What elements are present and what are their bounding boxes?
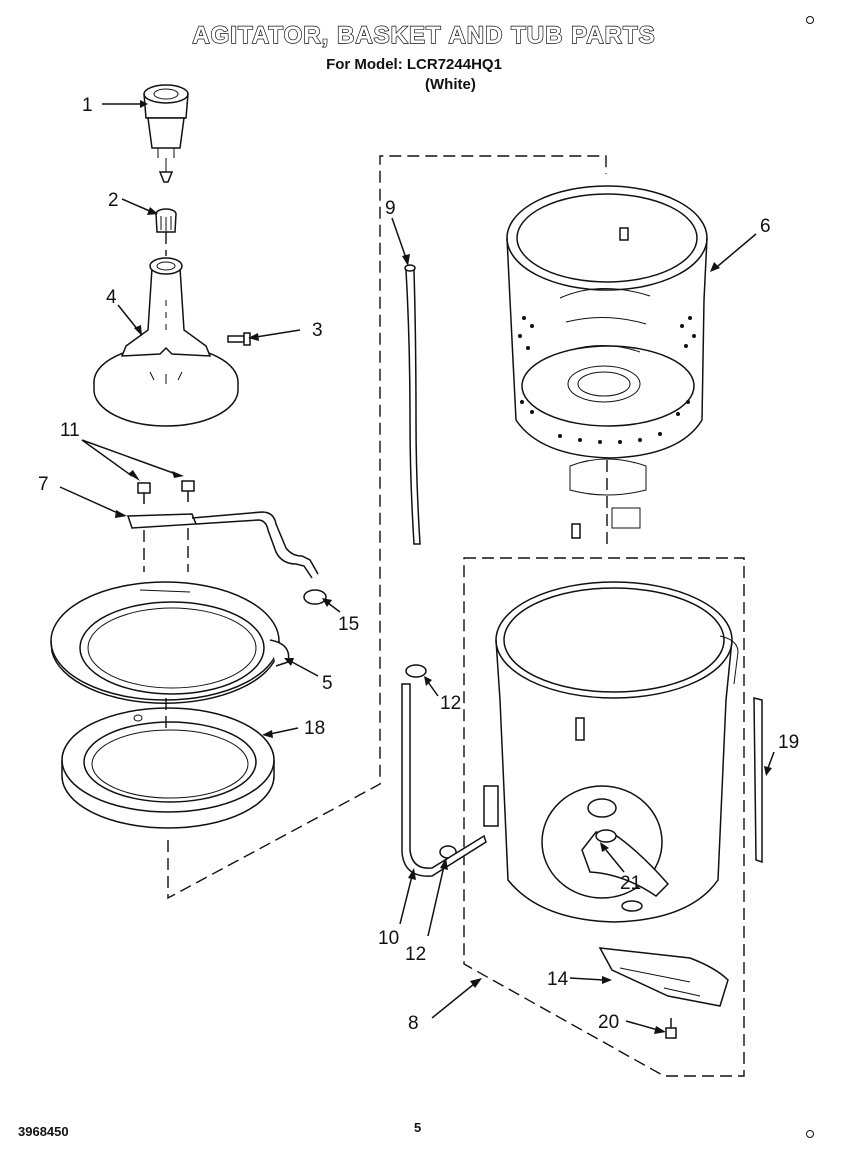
callout-9: 9 — [385, 198, 396, 219]
part-hose — [405, 269, 421, 545]
callout-2: 2 — [108, 190, 119, 211]
part-seal-strip — [753, 697, 763, 864]
part-outer-tub — [483, 581, 739, 923]
part-agitator — [93, 257, 239, 427]
callout-21: 21 — [620, 873, 641, 894]
registration-mark — [806, 16, 814, 24]
color-variant: (White) — [425, 76, 476, 93]
callout-20: 20 — [598, 1012, 619, 1033]
callout-11: 11 — [60, 420, 80, 441]
callout-18: 18 — [304, 718, 325, 739]
part-basket — [506, 185, 708, 546]
callout-8: 8 — [408, 1013, 419, 1034]
callout-7: 7 — [38, 474, 49, 495]
part-bracket-hose — [126, 511, 319, 579]
callout-3: 3 — [312, 320, 323, 341]
part-clamp — [303, 589, 327, 605]
callout-14: 14 — [547, 969, 569, 990]
page-title: AGITATOR, BASKET AND TUB PARTS — [192, 21, 656, 49]
leader-lines — [59, 100, 775, 1034]
callout-19: 19 — [778, 732, 799, 753]
assembly-boundary — [463, 557, 745, 1077]
document-number: 3968450 — [18, 1124, 69, 1139]
part-screws — [137, 480, 195, 504]
model-line: For Model: LCR7244HQ1 — [326, 56, 502, 73]
page-number: 5 — [414, 1120, 422, 1135]
part-agitator-cap — [143, 84, 189, 183]
part-cam — [155, 208, 177, 256]
callout-5: 5 — [322, 673, 333, 694]
part-bottom-screw — [665, 1018, 677, 1039]
callout-1: 1 — [82, 95, 93, 116]
part-screw — [227, 332, 251, 346]
part-drain-hose — [401, 683, 487, 877]
callout-12-upper: 12 — [440, 693, 461, 714]
part-tub-ring — [50, 581, 290, 704]
callout-4: 4 — [106, 287, 117, 308]
part-tub-cover — [61, 707, 275, 829]
callout-6: 6 — [760, 216, 771, 237]
callout-10: 10 — [378, 928, 399, 949]
callout-12-lower: 12 — [405, 944, 426, 965]
registration-mark — [806, 1130, 814, 1138]
callout-15: 15 — [338, 614, 359, 635]
